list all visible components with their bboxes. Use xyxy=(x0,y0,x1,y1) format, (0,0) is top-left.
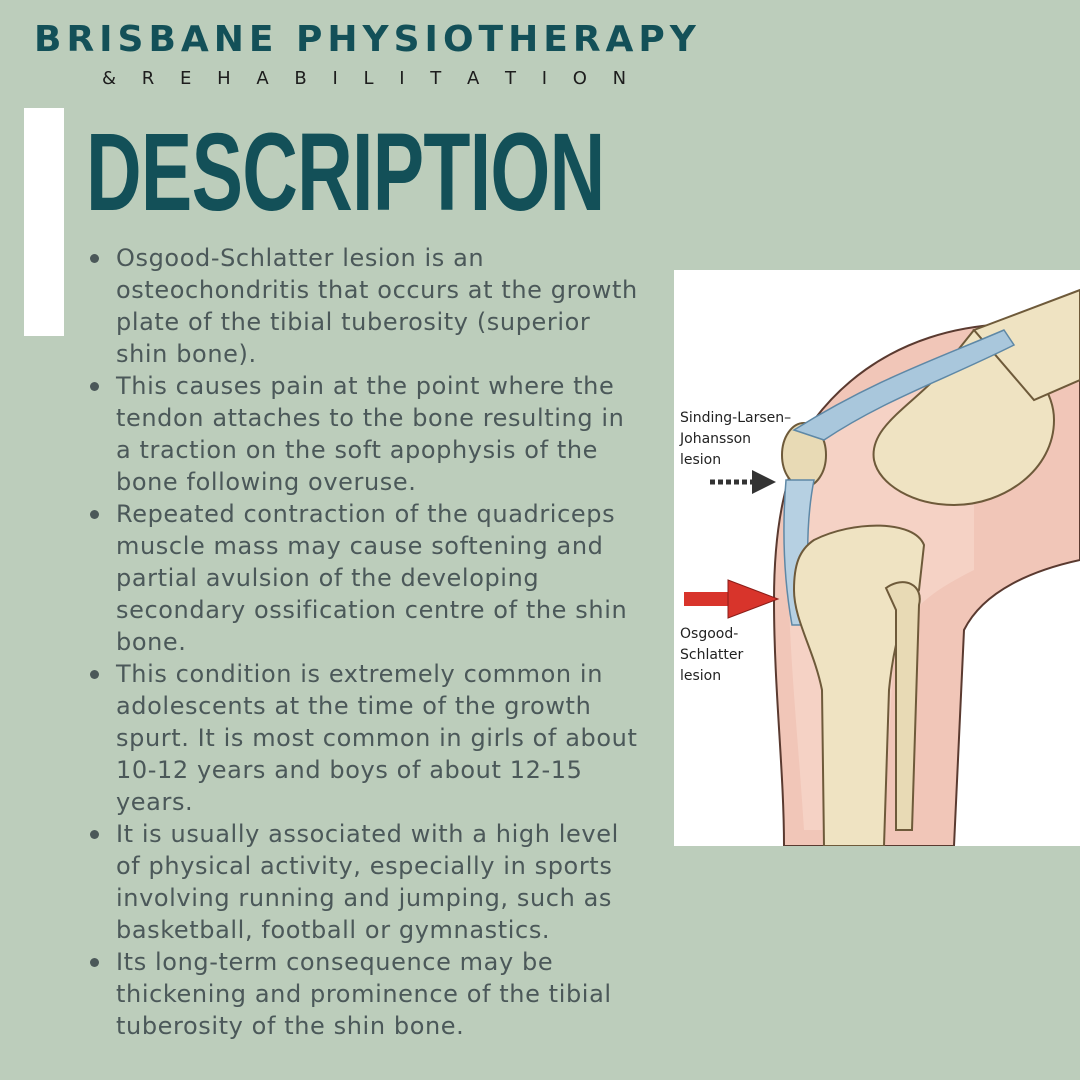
osgood-schlatter-label: Osgood- Schlatter lesion xyxy=(680,626,744,684)
list-item: This condition is extremely common in ad… xyxy=(84,658,644,818)
fibula-shape xyxy=(884,581,921,831)
sinding-larsen-label: Sinding-Larsen– Johansson lesion xyxy=(680,410,792,468)
brand-subtitle: & R E H A B I L I T A T I O N xyxy=(102,68,637,89)
knee-anatomy-drawing xyxy=(684,288,1080,846)
list-item: Repeated contraction of the quadriceps m… xyxy=(84,498,644,658)
osgood-schlatter-arrow xyxy=(684,579,780,619)
list-item: Osgood-Schlatter lesion is an osteochond… xyxy=(84,242,644,370)
quadriceps-tendon-shape xyxy=(792,329,1016,441)
knee-illustration: Sinding-Larsen– Johansson lesion Osgood-… xyxy=(674,270,1080,846)
list-item: It is usually associated with a high lev… xyxy=(84,818,644,946)
list-item: Its long-term consequence may be thicken… xyxy=(84,946,644,1042)
accent-bar xyxy=(24,108,64,336)
description-list: Osgood-Schlatter lesion is an osteochond… xyxy=(84,242,644,1042)
femur-shaft-shape xyxy=(972,288,1080,402)
tibia-shape xyxy=(792,524,926,846)
page-title: DESCRIPTION xyxy=(86,111,605,234)
sinding-larsen-pointer xyxy=(710,470,776,494)
brand-title: BRISBANE PHYSIOTHERAPY xyxy=(34,19,701,60)
list-item: This causes pain at the point where the … xyxy=(84,370,644,498)
